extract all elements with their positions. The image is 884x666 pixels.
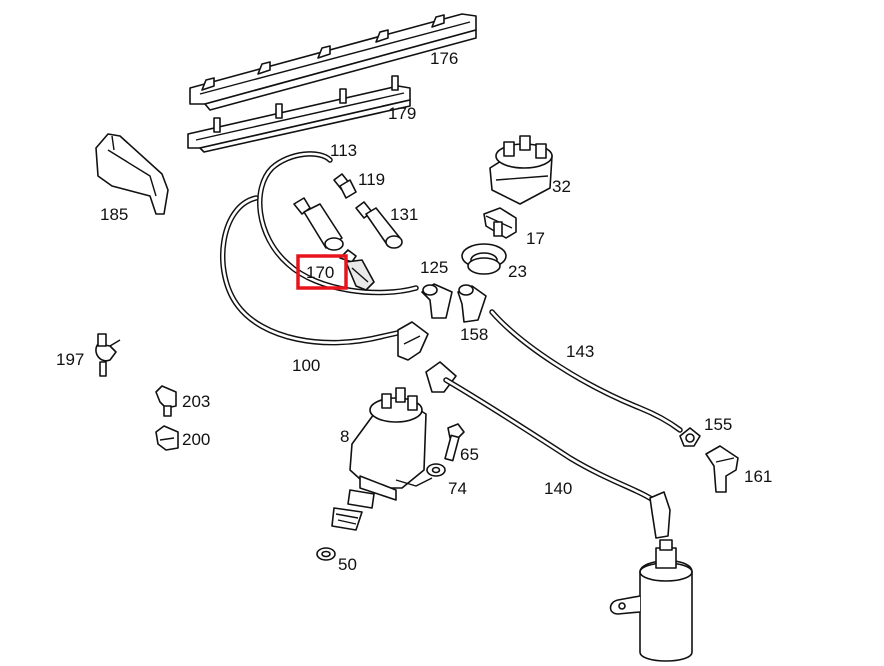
- part-125-elbow-connector[interactable]: [421, 283, 453, 319]
- part-155-connector[interactable]: [679, 427, 701, 447]
- part-113-ignition-cable[interactable]: [257, 151, 419, 296]
- part-203-clip[interactable]: [155, 385, 177, 417]
- callout-170: 170: [306, 263, 334, 282]
- part-74-washer[interactable]: [395, 463, 446, 487]
- callout-74: 74: [448, 479, 467, 498]
- part-200-clip[interactable]: [155, 425, 179, 451]
- part-100-ignition-cable[interactable]: [219, 195, 429, 361]
- part-197-clip[interactable]: [95, 333, 121, 377]
- ignition-coil: [609, 539, 693, 662]
- callout-113: 113: [330, 141, 357, 160]
- part-131-connector[interactable]: [355, 201, 403, 249]
- callout-119: 119: [358, 170, 385, 189]
- part-65-bolt[interactable]: [444, 423, 465, 462]
- callout-65: 65: [460, 445, 479, 464]
- callout-161: 161: [744, 467, 772, 486]
- part-170-plug-terminal[interactable]: [339, 249, 375, 291]
- callout-125: 125: [420, 258, 448, 277]
- callout-143: 143: [566, 342, 594, 361]
- callout-131: 131: [390, 205, 418, 224]
- callout-100: 100: [292, 356, 320, 375]
- part-176-wire-channel[interactable]: [189, 13, 477, 111]
- part-140-coil-cable[interactable]: [425, 361, 671, 539]
- callout-23: 23: [508, 262, 527, 281]
- callout-32: 32: [552, 177, 571, 196]
- part-161-boot[interactable]: [705, 445, 739, 493]
- part-179-wire-channel[interactable]: [187, 75, 411, 153]
- callout-200: 200: [182, 430, 210, 449]
- part-119-terminal[interactable]: [333, 173, 357, 199]
- part-158-elbow-connector[interactable]: [457, 284, 487, 323]
- part-23-dust-cover[interactable]: [461, 243, 507, 275]
- callout-17: 17: [526, 229, 545, 248]
- part-17-rotor[interactable]: [483, 207, 517, 239]
- part-8-distributor[interactable]: [331, 387, 427, 531]
- highlight-box-170: [296, 254, 348, 290]
- part-185-cover[interactable]: [95, 133, 169, 215]
- callout-203: 203: [182, 392, 210, 411]
- part-50-o-ring[interactable]: [316, 547, 336, 561]
- callout-176: 176: [430, 49, 458, 68]
- callout-50: 50: [338, 555, 357, 574]
- callout-185: 185: [100, 205, 128, 224]
- callout-158: 158: [460, 325, 488, 344]
- callout-179: 179: [388, 104, 416, 123]
- callout-197: 197: [56, 350, 84, 369]
- callout-8: 8: [340, 427, 349, 446]
- part-143-cable[interactable]: [489, 309, 683, 433]
- callout-155: 155: [704, 415, 732, 434]
- spark-plug-connector: [293, 197, 344, 251]
- callout-140: 140: [544, 479, 572, 498]
- part-32-distributor-cap[interactable]: [489, 135, 553, 205]
